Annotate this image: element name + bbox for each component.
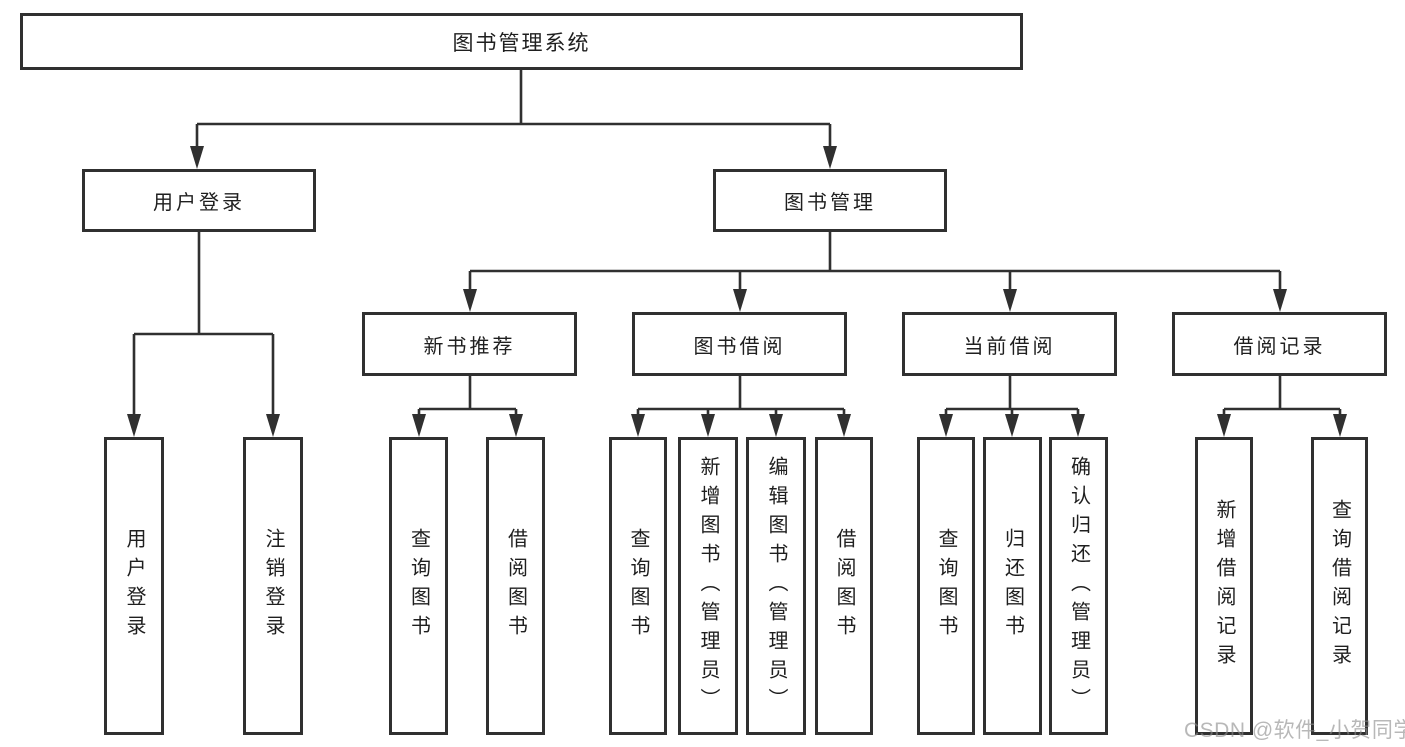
leaf-br-query-record-label: 查询借阅记录 bbox=[1328, 499, 1351, 673]
node-current-borrow-label: 当前借阅 bbox=[963, 335, 1056, 358]
leaf-user-login: 用户登录 bbox=[104, 437, 164, 735]
leaf-logout: 注销登录 bbox=[243, 437, 303, 735]
leaf-bb-query-books-label: 查询图书 bbox=[627, 528, 649, 644]
leaf-cb-query-books-label: 查询图书 bbox=[935, 528, 957, 644]
leaf-bb-query-books: 查询图书 bbox=[609, 437, 667, 735]
leaf-br-add-record: 新增借阅记录 bbox=[1195, 437, 1253, 735]
node-book-mgmt: 图书管理 bbox=[713, 169, 947, 232]
node-root: 图书管理系统 bbox=[20, 13, 1023, 70]
connector-root-branch bbox=[195, 70, 832, 150]
arrowheads bbox=[127, 146, 1347, 437]
node-new-book-rec-label: 新书推荐 bbox=[423, 335, 516, 358]
connector-book-mgmt-branch bbox=[468, 232, 1282, 292]
leaf-nbr-query-books-label: 查询图书 bbox=[407, 528, 430, 644]
leaf-br-query-record: 查询借阅记录 bbox=[1311, 437, 1368, 735]
leaf-cb-confirm-return-admin: 确认归还（管理员） bbox=[1049, 437, 1108, 735]
watermark: CSDN @软件_小贺同学 bbox=[1184, 714, 1405, 744]
node-new-book-rec: 新书推荐 bbox=[362, 312, 577, 376]
node-user-login: 用户登录 bbox=[82, 169, 316, 232]
node-user-login-label: 用户登录 bbox=[153, 192, 245, 214]
node-book-mgmt-label: 图书管理 bbox=[784, 192, 876, 214]
node-book-borrow: 图书借阅 bbox=[632, 312, 847, 376]
leaf-bb-edit-books-admin: 编辑图书（管理员） bbox=[746, 437, 806, 735]
connector-user-login-branch bbox=[132, 232, 275, 416]
watermark-text: CSDN @软件_小贺同学 bbox=[1184, 719, 1405, 742]
leaf-bb-borrow-books-label: 借阅图书 bbox=[833, 528, 855, 644]
leaf-nbr-borrow-books: 借阅图书 bbox=[486, 437, 545, 735]
leaf-cb-query-books: 查询图书 bbox=[917, 437, 975, 735]
node-borrow-record-label: 借阅记录 bbox=[1233, 335, 1326, 358]
leaf-bb-borrow-books: 借阅图书 bbox=[815, 437, 873, 735]
leaf-bb-edit-books-admin-label: 编辑图书（管理员） bbox=[765, 455, 787, 717]
leaf-bb-add-books-admin-label: 新增图书（管理员） bbox=[697, 455, 719, 717]
leaf-logout-label: 注销登录 bbox=[262, 528, 284, 644]
connector-current-borrow-branch bbox=[944, 376, 1080, 417]
node-borrow-record: 借阅记录 bbox=[1172, 312, 1387, 376]
connector-new-book-rec-branch bbox=[417, 376, 518, 417]
leaf-nbr-query-books: 查询图书 bbox=[389, 437, 448, 735]
node-current-borrow: 当前借阅 bbox=[902, 312, 1117, 376]
connector-borrow-record-branch bbox=[1222, 376, 1342, 417]
leaf-nbr-borrow-books-label: 借阅图书 bbox=[504, 528, 527, 644]
leaf-user-login-label: 用户登录 bbox=[123, 528, 145, 644]
leaf-bb-add-books-admin: 新增图书（管理员） bbox=[678, 437, 738, 735]
node-book-borrow-label: 图书借阅 bbox=[693, 335, 786, 358]
connector-book-borrow-branch bbox=[636, 376, 846, 417]
leaf-br-add-record-label: 新增借阅记录 bbox=[1213, 499, 1235, 673]
leaf-cb-return-books-label: 归还图书 bbox=[1001, 528, 1024, 644]
leaf-cb-return-books: 归还图书 bbox=[983, 437, 1042, 735]
node-root-label: 图书管理系统 bbox=[452, 31, 591, 55]
leaf-cb-confirm-return-admin-label: 确认归还（管理员） bbox=[1067, 455, 1090, 717]
